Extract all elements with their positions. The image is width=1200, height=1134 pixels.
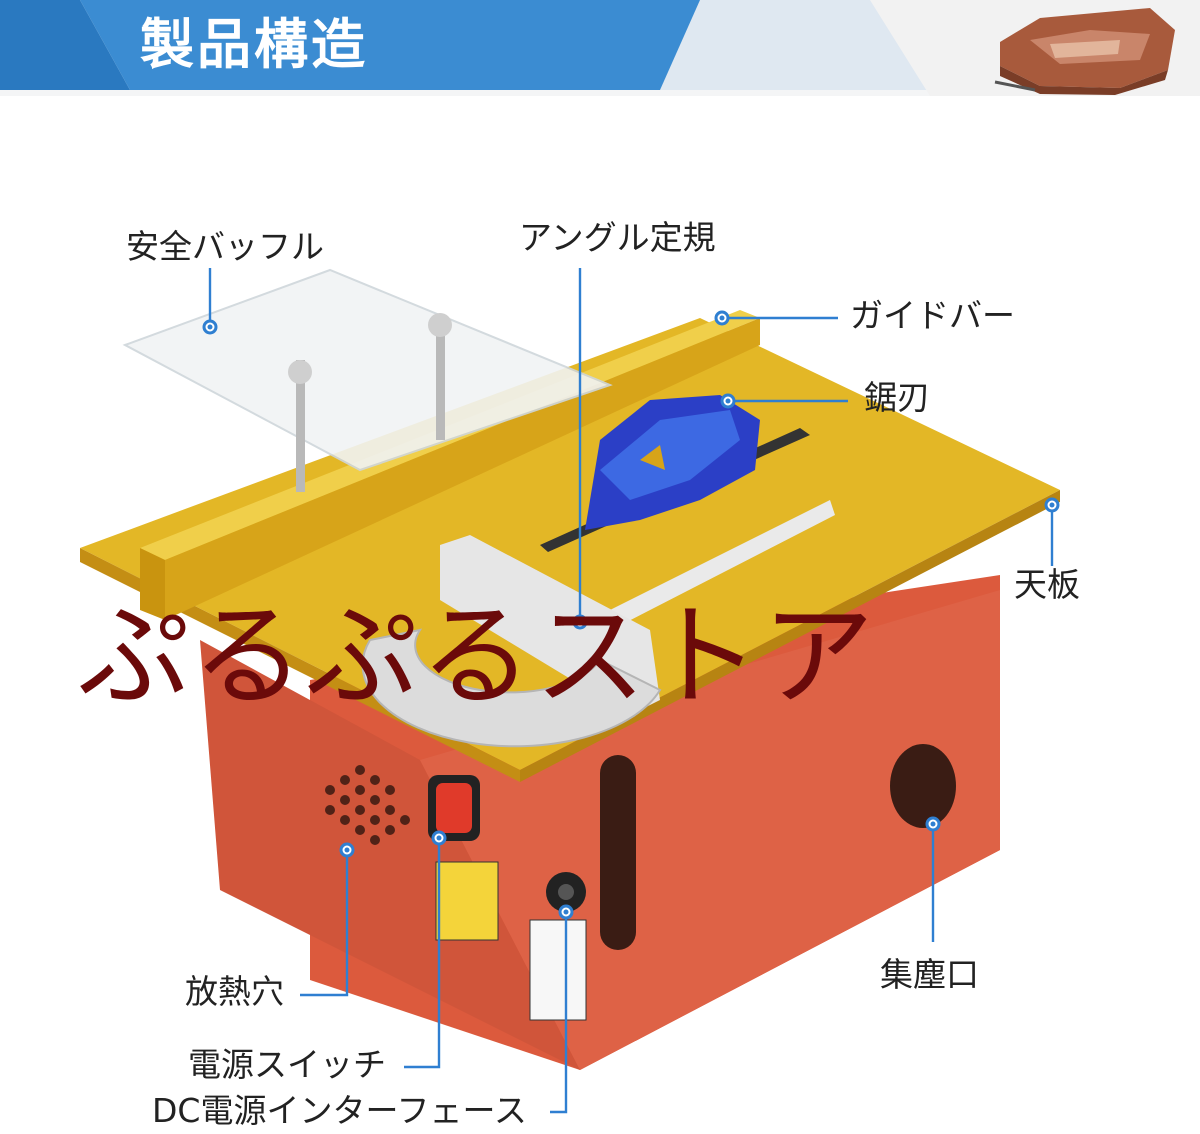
label-dc-interface: DC電源インターフェース bbox=[152, 1091, 527, 1130]
page-title: 製品構造 bbox=[140, 13, 368, 76]
label-safety-baffle: 安全バッフル bbox=[126, 227, 324, 266]
watermark: ぷるぷるストア bbox=[78, 592, 876, 722]
label-saw-blade: 鋸刃 bbox=[864, 378, 930, 417]
label-guide-bar: ガイドバー bbox=[850, 296, 1015, 335]
label-angle-gauge: アングル定規 bbox=[519, 218, 716, 257]
wood-block-icon bbox=[994, 8, 1175, 95]
label-heat-vent: 放熱穴 bbox=[185, 972, 284, 1011]
label-power-switch: 電源スイッチ bbox=[188, 1045, 386, 1084]
vent-holes bbox=[325, 765, 410, 845]
label-table-top: 天板 bbox=[1014, 565, 1080, 604]
label-dust-port: 集塵口 bbox=[880, 955, 979, 994]
saw-blade-graphic bbox=[585, 395, 760, 530]
